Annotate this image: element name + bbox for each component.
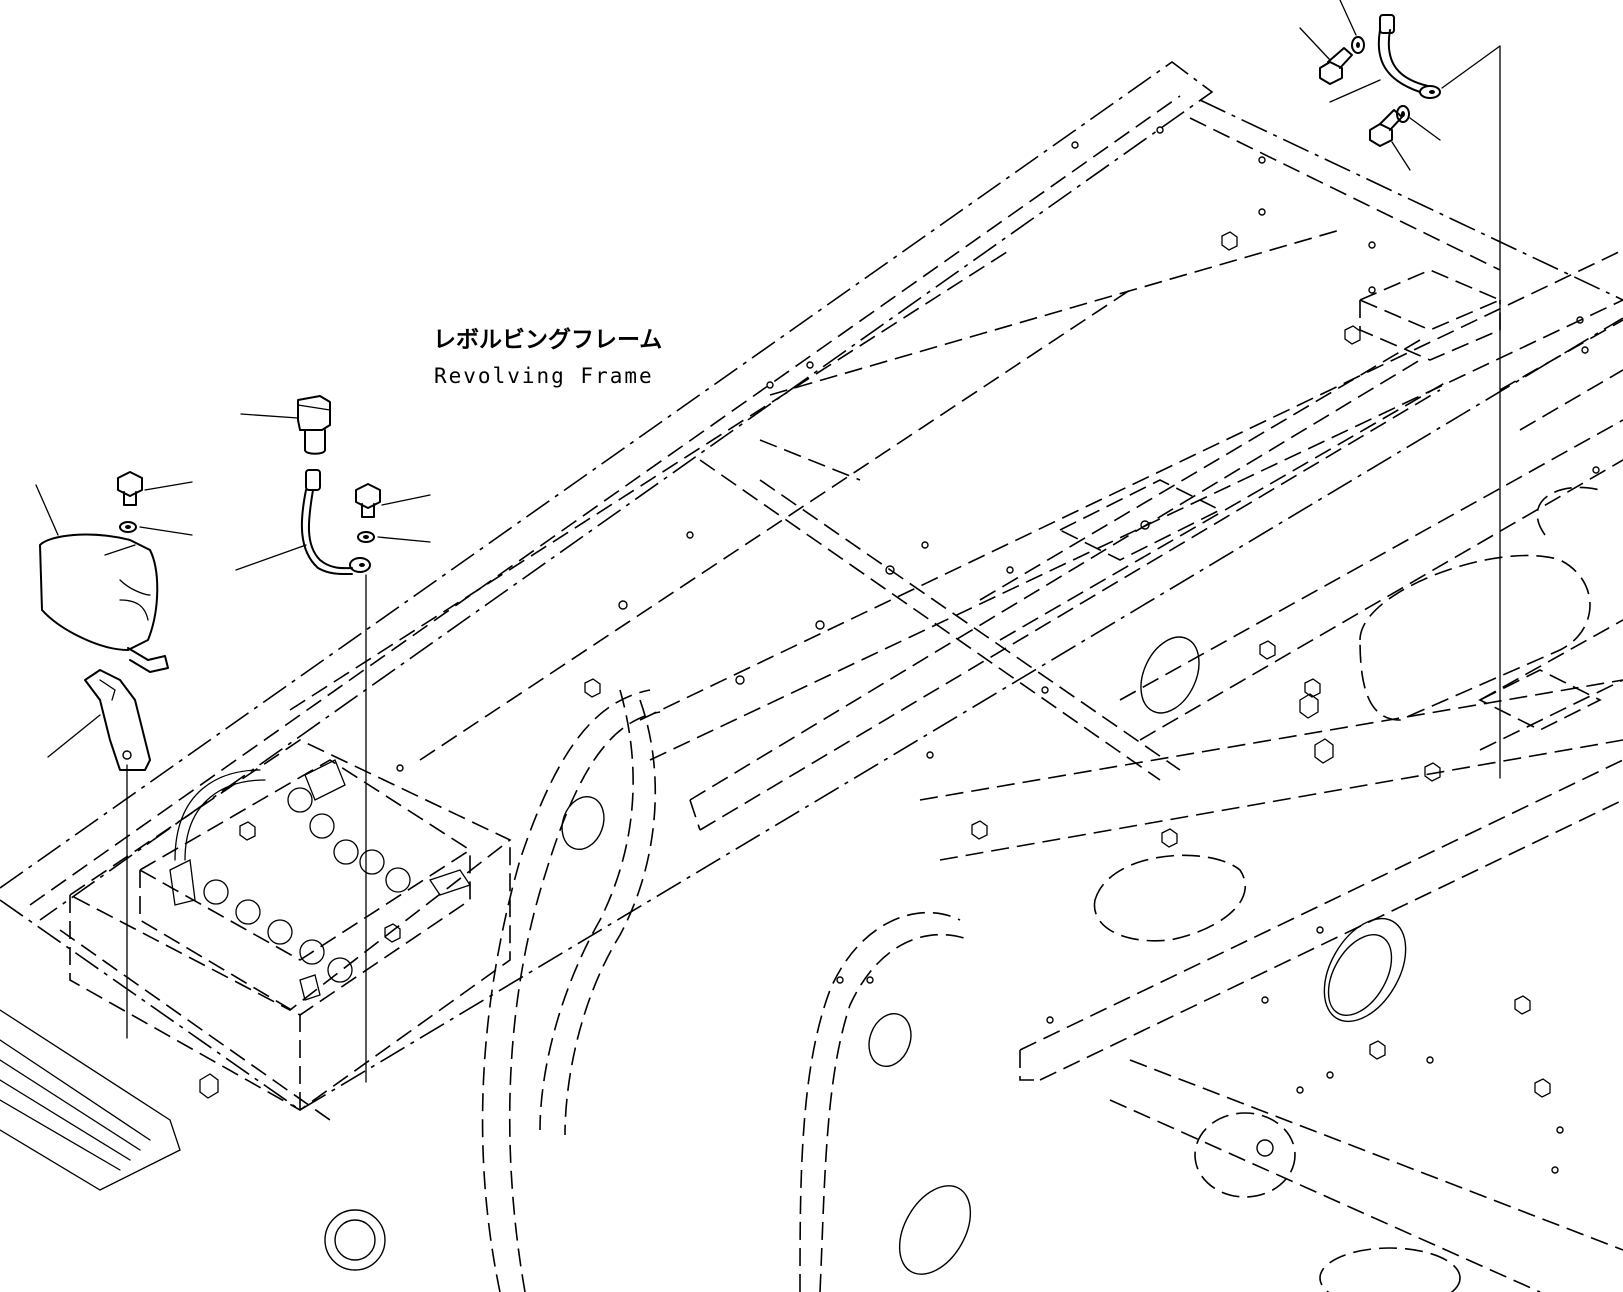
part-label-japanese: レボルビングフレーム <box>433 326 662 353</box>
battery-cable <box>300 469 371 576</box>
leader-lines <box>35 0 1501 1083</box>
part-label: レボルビングフレーム Revolving Frame <box>433 326 662 388</box>
battery-box <box>68 739 512 1111</box>
part-label-english: Revolving Frame <box>434 364 654 388</box>
battery-bracket <box>84 669 151 771</box>
battery-cover <box>39 533 169 673</box>
bolt-middle <box>355 483 381 543</box>
battery-relay <box>297 395 331 455</box>
bolt-left <box>117 471 143 533</box>
hose-assembly <box>1319 14 1441 147</box>
revolving-frame-outline <box>0 61 1623 1292</box>
